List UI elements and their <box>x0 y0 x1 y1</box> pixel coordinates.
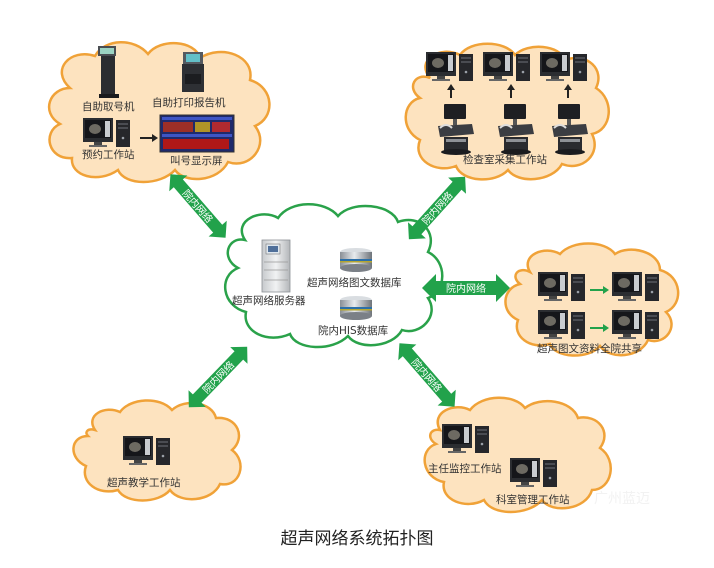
server-label: 超声网络服务器 <box>232 294 306 307</box>
teaching-label: 超声教学工作站 <box>107 476 181 489</box>
his-database-icon <box>340 296 372 320</box>
queue-display-label: 叫号显示屏 <box>170 155 223 167</box>
exam-room-label: 检查室采集工作站 <box>463 153 547 166</box>
link-label-right: 院内网络 <box>446 282 486 295</box>
kiosk-icon <box>98 46 119 98</box>
link-label-top-left: 院内网络 <box>180 187 216 226</box>
watermark: 广州蓝迈 <box>594 491 650 507</box>
report-printer-icon <box>182 52 204 92</box>
image-database-icon <box>340 248 372 272</box>
queue-display-icon <box>159 114 235 153</box>
link-label-bottom-left: 院内网络 <box>200 358 237 396</box>
link-arrow-bottom-left: 院内网络 <box>188 346 248 408</box>
his-database-label: 院内HIS数据库 <box>318 324 388 337</box>
sharing-label: 超声图文资料全院共享 <box>537 342 642 355</box>
link-arrow-right: 院内网络 <box>422 274 510 302</box>
share-arrow-icons <box>590 286 609 332</box>
dept-label: 科室管理工作站 <box>496 493 570 506</box>
server-icon <box>261 239 291 293</box>
link-label-top-right: 院内网络 <box>419 189 455 227</box>
kiosk-label: 自助取号机 <box>82 100 135 113</box>
link-label-bottom-right: 院内网络 <box>409 356 445 395</box>
up-arrow-icons <box>447 84 572 98</box>
director-label: 主任监控工作站 <box>428 462 502 475</box>
image-database-label: 超声网络图文数据库 <box>307 276 402 289</box>
arrow-right-icon <box>140 134 158 142</box>
report-printer-label: 自助打印报告机 <box>152 96 226 109</box>
link-arrow-top-right: 院内网络 <box>408 176 466 240</box>
link-arrow-bottom-right: 院内网络 <box>398 343 456 407</box>
booking-label: 预约工作站 <box>82 148 135 161</box>
diagram-caption: 超声网络系统拓扑图 <box>280 529 434 549</box>
